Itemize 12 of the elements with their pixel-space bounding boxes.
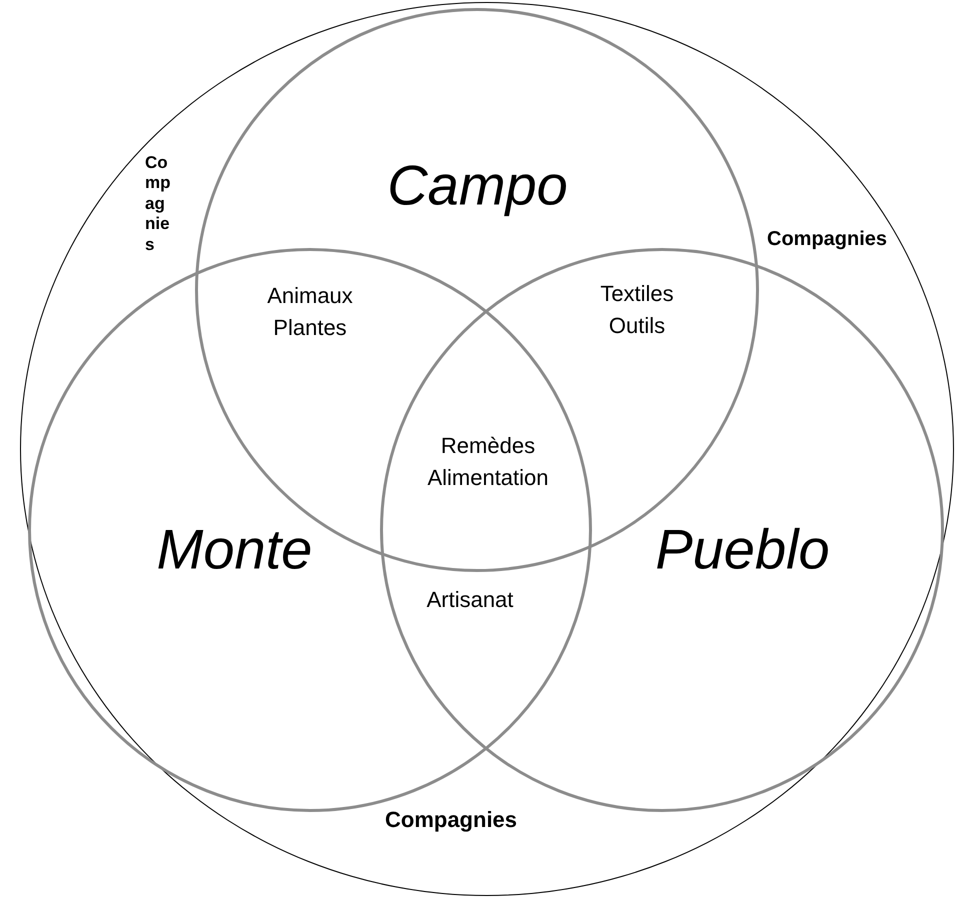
set-label: Pueblo (655, 516, 830, 581)
region-label: Animaux Plantes (266, 282, 354, 342)
region-label: Textiles Outils (599, 280, 675, 340)
set-label: Campo (387, 152, 568, 217)
set-label: Compagnies (385, 807, 518, 834)
region-label: Remèdes Alimentation (426, 432, 550, 492)
region-label: Artisanat (426, 586, 514, 614)
set-label: Compagnies (145, 153, 171, 255)
venn-circle (380, 248, 944, 812)
set-label: Compagnies (767, 227, 888, 251)
set-label: Monte (156, 516, 312, 581)
outer-ellipse (20, 2, 954, 896)
